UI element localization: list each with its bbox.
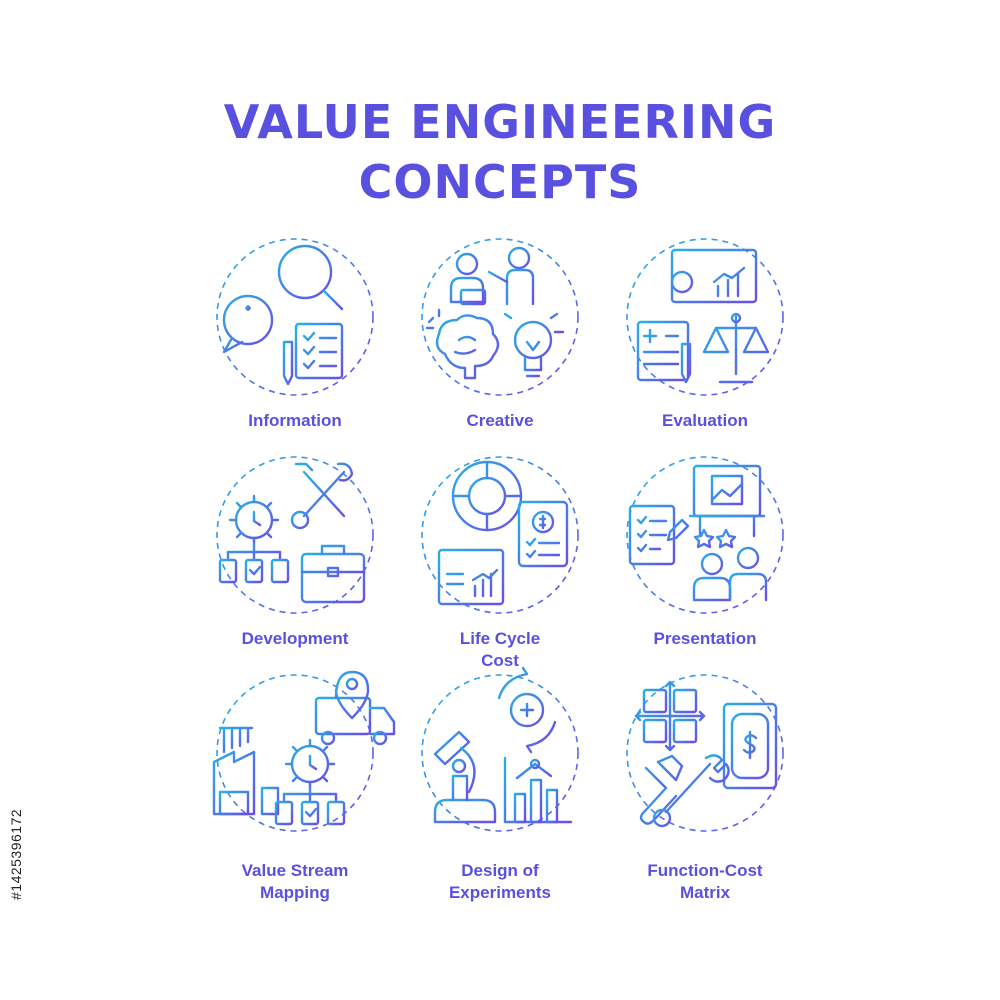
title-line-2: CONCEPTS (358, 155, 642, 209)
concept-information: Information (170, 232, 410, 482)
concept-label: Presentation (653, 629, 757, 648)
microscope-chart-icon (421, 666, 579, 832)
concept-life-cycle-cost: Life Cycle Cost (375, 450, 615, 700)
concept-value-stream-mapping: Value Stream Mapping (170, 668, 410, 918)
title-line-1: VALUE ENGINEERING (223, 95, 777, 149)
concept-label: Creative (466, 411, 534, 430)
report-scales-icon (626, 238, 784, 396)
concept-function-cost-matrix: Function-Cost Matrix (580, 668, 820, 918)
concept-evaluation: Evaluation (580, 232, 820, 482)
page-title: VALUE ENGINEERING CONCEPTS (0, 92, 1000, 212)
concept-label: Function-Cost Matrix (647, 861, 763, 902)
concept-presentation: Presentation (580, 450, 820, 700)
concept-creative: Creative (375, 232, 615, 482)
cycle-invoice-chart-icon (421, 456, 579, 614)
gear-tools-briefcase-icon (216, 456, 374, 614)
concept-label: Development (241, 629, 349, 648)
stock-id-text: #1425396172 (8, 808, 24, 900)
board-team-stars-icon (626, 456, 784, 614)
concept-development: Development (170, 450, 410, 700)
concept-label: Evaluation (662, 411, 748, 430)
truck-factory-gear-icon (212, 670, 396, 832)
concept-label: Value Stream Mapping (241, 861, 349, 902)
matrix-banknote-tools-icon (626, 674, 784, 832)
concept-design-of-experiments: Design of Experiments (375, 666, 615, 918)
team-brain-lightbulb-icon (421, 238, 579, 396)
magnifier-info-checklist-icon (216, 238, 374, 396)
concept-label: Design of Experiments (448, 861, 552, 902)
concept-label: Life Cycle Cost (459, 629, 541, 670)
concept-label: Information (248, 411, 342, 430)
